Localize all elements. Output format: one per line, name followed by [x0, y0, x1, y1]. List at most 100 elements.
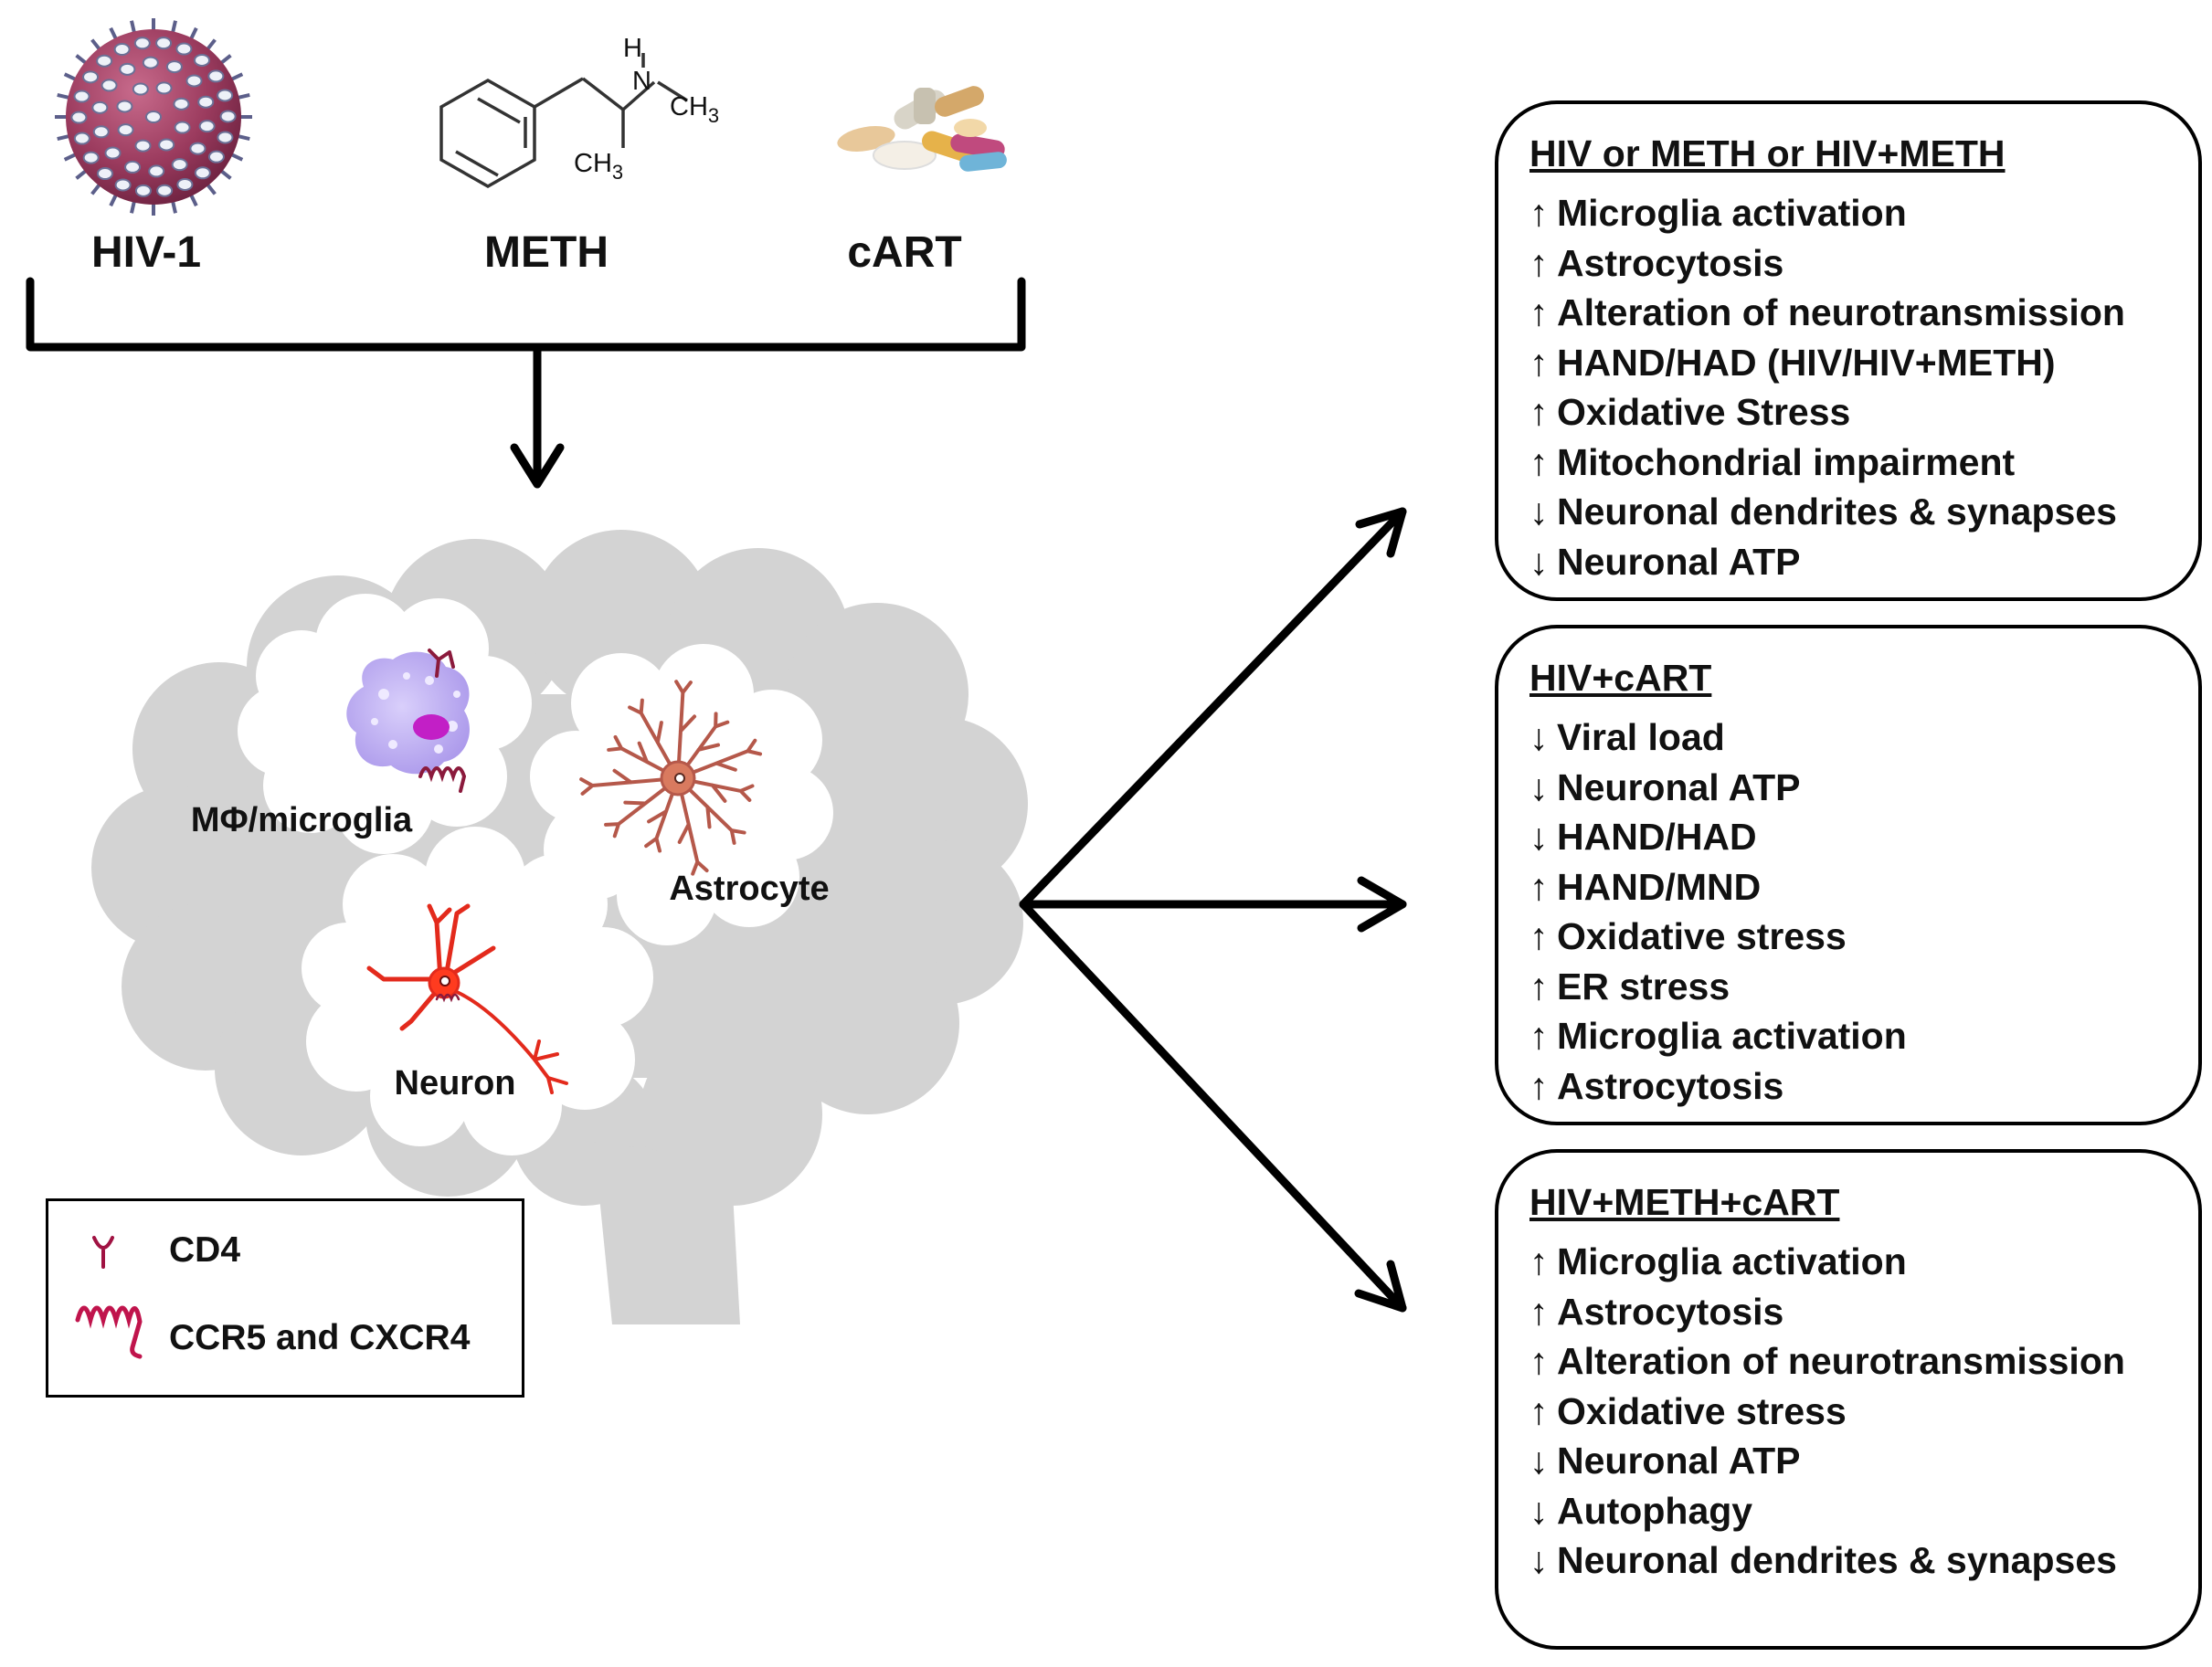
outcome-arrows [1019, 507, 1407, 1313]
outcome-item: ↑Alteration of neurotransmission [1529, 288, 2180, 338]
outcome-item-text: ER stress [1557, 965, 1730, 1008]
outcome-item: ↑Astrocytosis [1529, 238, 2180, 289]
agents-bracket [26, 277, 1026, 352]
astrocyte-label: Astrocyte [669, 870, 829, 908]
outcome-box-hiv-cart: HIV+cART ↓Viral load↓Neuronal ATP↓HAND/H… [1495, 625, 2202, 1125]
outcome-item-text: Alteration of neurotransmission [1557, 291, 2125, 333]
outcome-item-text: Neuronal dendrites & synapses [1557, 1539, 2117, 1581]
outcome-item-text: Astrocytosis [1557, 241, 1784, 284]
box-items: ↑Microglia activation↑Astrocytosis↑Alter… [1529, 188, 2180, 586]
outcome-item-text: Neuronal ATP [1557, 1440, 1801, 1482]
arrow-to-box-1 [1019, 507, 1407, 909]
down-arrow-icon: ↓ [1529, 716, 1549, 758]
meth-label: METH [484, 228, 609, 277]
up-arrow-icon: ↑ [1529, 291, 1549, 333]
microglia-label: MΦ/microglia [191, 801, 413, 839]
cart-pills-icon [837, 86, 1007, 172]
outcome-item-text: HAND/HAD (HIV/HIV+METH) [1557, 341, 2056, 384]
outcome-item-text: HAND/HAD [1557, 816, 1757, 858]
down-arrow-icon: ↓ [1529, 1539, 1549, 1581]
outcome-item: ↑Alteration of neurotransmission [1529, 1336, 2180, 1387]
outcome-box-hiv-meth-cart: HIV+METH+cART ↑Microglia activation↑Astr… [1495, 1149, 2202, 1650]
down-arrow-icon: ↓ [1529, 816, 1549, 858]
legend-icons [75, 1236, 143, 1359]
up-arrow-icon: ↑ [1529, 1064, 1549, 1107]
outcome-item: ↓Neuronal ATP [1529, 537, 2180, 587]
up-arrow-icon: ↑ [1529, 1290, 1549, 1333]
box-items: ↓Viral load↓Neuronal ATP↓HAND/HAD↑HAND/M… [1529, 712, 2180, 1111]
cd4-receptor-icon [92, 1236, 114, 1269]
down-arrow-icon: ↓ [1529, 540, 1549, 583]
outcome-item: ↑Oxidative Stress [1529, 387, 2180, 438]
outcome-item-text: Oxidative stress [1557, 1389, 1847, 1432]
outcome-item: ↑Mitochondrial impairment [1529, 438, 2180, 488]
outcome-item-text: Neuronal dendrites & synapses [1557, 491, 2117, 533]
cart-label: cART [847, 228, 961, 277]
up-arrow-icon: ↑ [1529, 241, 1549, 284]
outcome-item: ↑HAND/MND [1529, 862, 2180, 913]
outcome-item: ↑HAND/HAD (HIV/HIV+METH) [1529, 338, 2180, 388]
ccr5-cxcr4-receptor-icon [75, 1305, 143, 1359]
outcome-item-text: Neuronal ATP [1557, 540, 1801, 583]
arrow-to-box-3 [1019, 900, 1407, 1313]
up-arrow-icon: ↑ [1529, 391, 1549, 433]
down-arrow-icon: ↓ [1529, 491, 1549, 533]
outcome-item: ↑Microglia activation [1529, 188, 2180, 238]
outcome-item-text: Oxidative stress [1557, 915, 1847, 957]
meth-n-label: N [632, 67, 651, 96]
outcome-item: ↑Oxidative stress [1529, 1387, 2180, 1437]
outcome-item: ↓Neuronal ATP [1529, 1436, 2180, 1486]
outcome-item-text: Microglia activation [1557, 1015, 1907, 1057]
outcome-item-text: HAND/MND [1557, 865, 1762, 908]
outcome-item-text: Oxidative Stress [1557, 391, 1851, 433]
meth-ch3-top-label: CH3 [670, 92, 719, 127]
hiv-virus-icon [55, 18, 252, 216]
outcome-item: ↑Microglia activation [1529, 1237, 2180, 1287]
meth-h-label: H [623, 34, 642, 63]
outcome-item: ↓Viral load [1529, 712, 2180, 763]
up-arrow-icon: ↑ [1529, 965, 1549, 1008]
outcome-item-text: Alteration of neurotransmission [1557, 1340, 2125, 1382]
outcome-box-hiv-or-meth: HIV or METH or HIV+METH ↑Microglia activ… [1495, 100, 2202, 601]
outcome-item: ↓Autophagy [1529, 1486, 2180, 1536]
outcome-item: ↑Microglia activation [1529, 1011, 2180, 1061]
astrocyte-bubble [530, 644, 833, 945]
meth-structure-icon [439, 53, 688, 189]
up-arrow-icon: ↑ [1529, 1340, 1549, 1382]
down-arrow [510, 343, 565, 489]
neuron-cell-icon [366, 903, 568, 1094]
outcome-item-text: Microglia activation [1557, 192, 1907, 234]
down-arrow-icon: ↓ [1529, 1440, 1549, 1482]
up-arrow-icon: ↑ [1529, 440, 1549, 483]
outcome-item: ↓Neuronal ATP [1529, 763, 2180, 813]
hiv-label: HIV-1 [91, 228, 201, 277]
outcome-item-text: Autophagy [1557, 1489, 1753, 1532]
box-title: HIV+METH+cART [1529, 1181, 1840, 1223]
up-arrow-icon: ↑ [1529, 1240, 1549, 1282]
legend-ccr-label: CCR5 and CXCR4 [169, 1318, 471, 1357]
outcome-item-text: Microglia activation [1557, 1240, 1907, 1282]
outcome-item: ↑Astrocytosis [1529, 1287, 2180, 1337]
neuron-label: Neuron [395, 1064, 516, 1103]
meth-ch3-bottom-label: CH3 [574, 149, 623, 184]
up-arrow-icon: ↑ [1529, 192, 1549, 234]
outcome-item-text: Viral load [1557, 716, 1725, 758]
legend-cd4-label: CD4 [169, 1230, 241, 1270]
box-items: ↑Microglia activation↑Astrocytosis↑Alter… [1529, 1237, 2180, 1586]
outcome-item: ↓HAND/HAD [1529, 812, 2180, 862]
up-arrow-icon: ↑ [1529, 1389, 1549, 1432]
outcome-item: ↑Oxidative stress [1529, 912, 2180, 962]
outcome-item: ↓Neuronal dendrites & synapses [1529, 487, 2180, 537]
box-title: HIV+cART [1529, 657, 1712, 699]
legend: CD4 CCR5 and CXCR4 [46, 1198, 524, 1398]
box-title: HIV or METH or HIV+METH [1529, 132, 2006, 174]
up-arrow-icon: ↑ [1529, 341, 1549, 384]
up-arrow-icon: ↑ [1529, 1015, 1549, 1057]
outcome-item-text: Astrocytosis [1557, 1290, 1784, 1333]
outcome-item: ↓Neuronal dendrites & synapses [1529, 1535, 2180, 1586]
outcome-item-text: Mitochondrial impairment [1557, 440, 2016, 483]
up-arrow-icon: ↑ [1529, 865, 1549, 908]
up-arrow-icon: ↑ [1529, 915, 1549, 957]
outcome-item: ↑Astrocytosis [1529, 1061, 2180, 1112]
